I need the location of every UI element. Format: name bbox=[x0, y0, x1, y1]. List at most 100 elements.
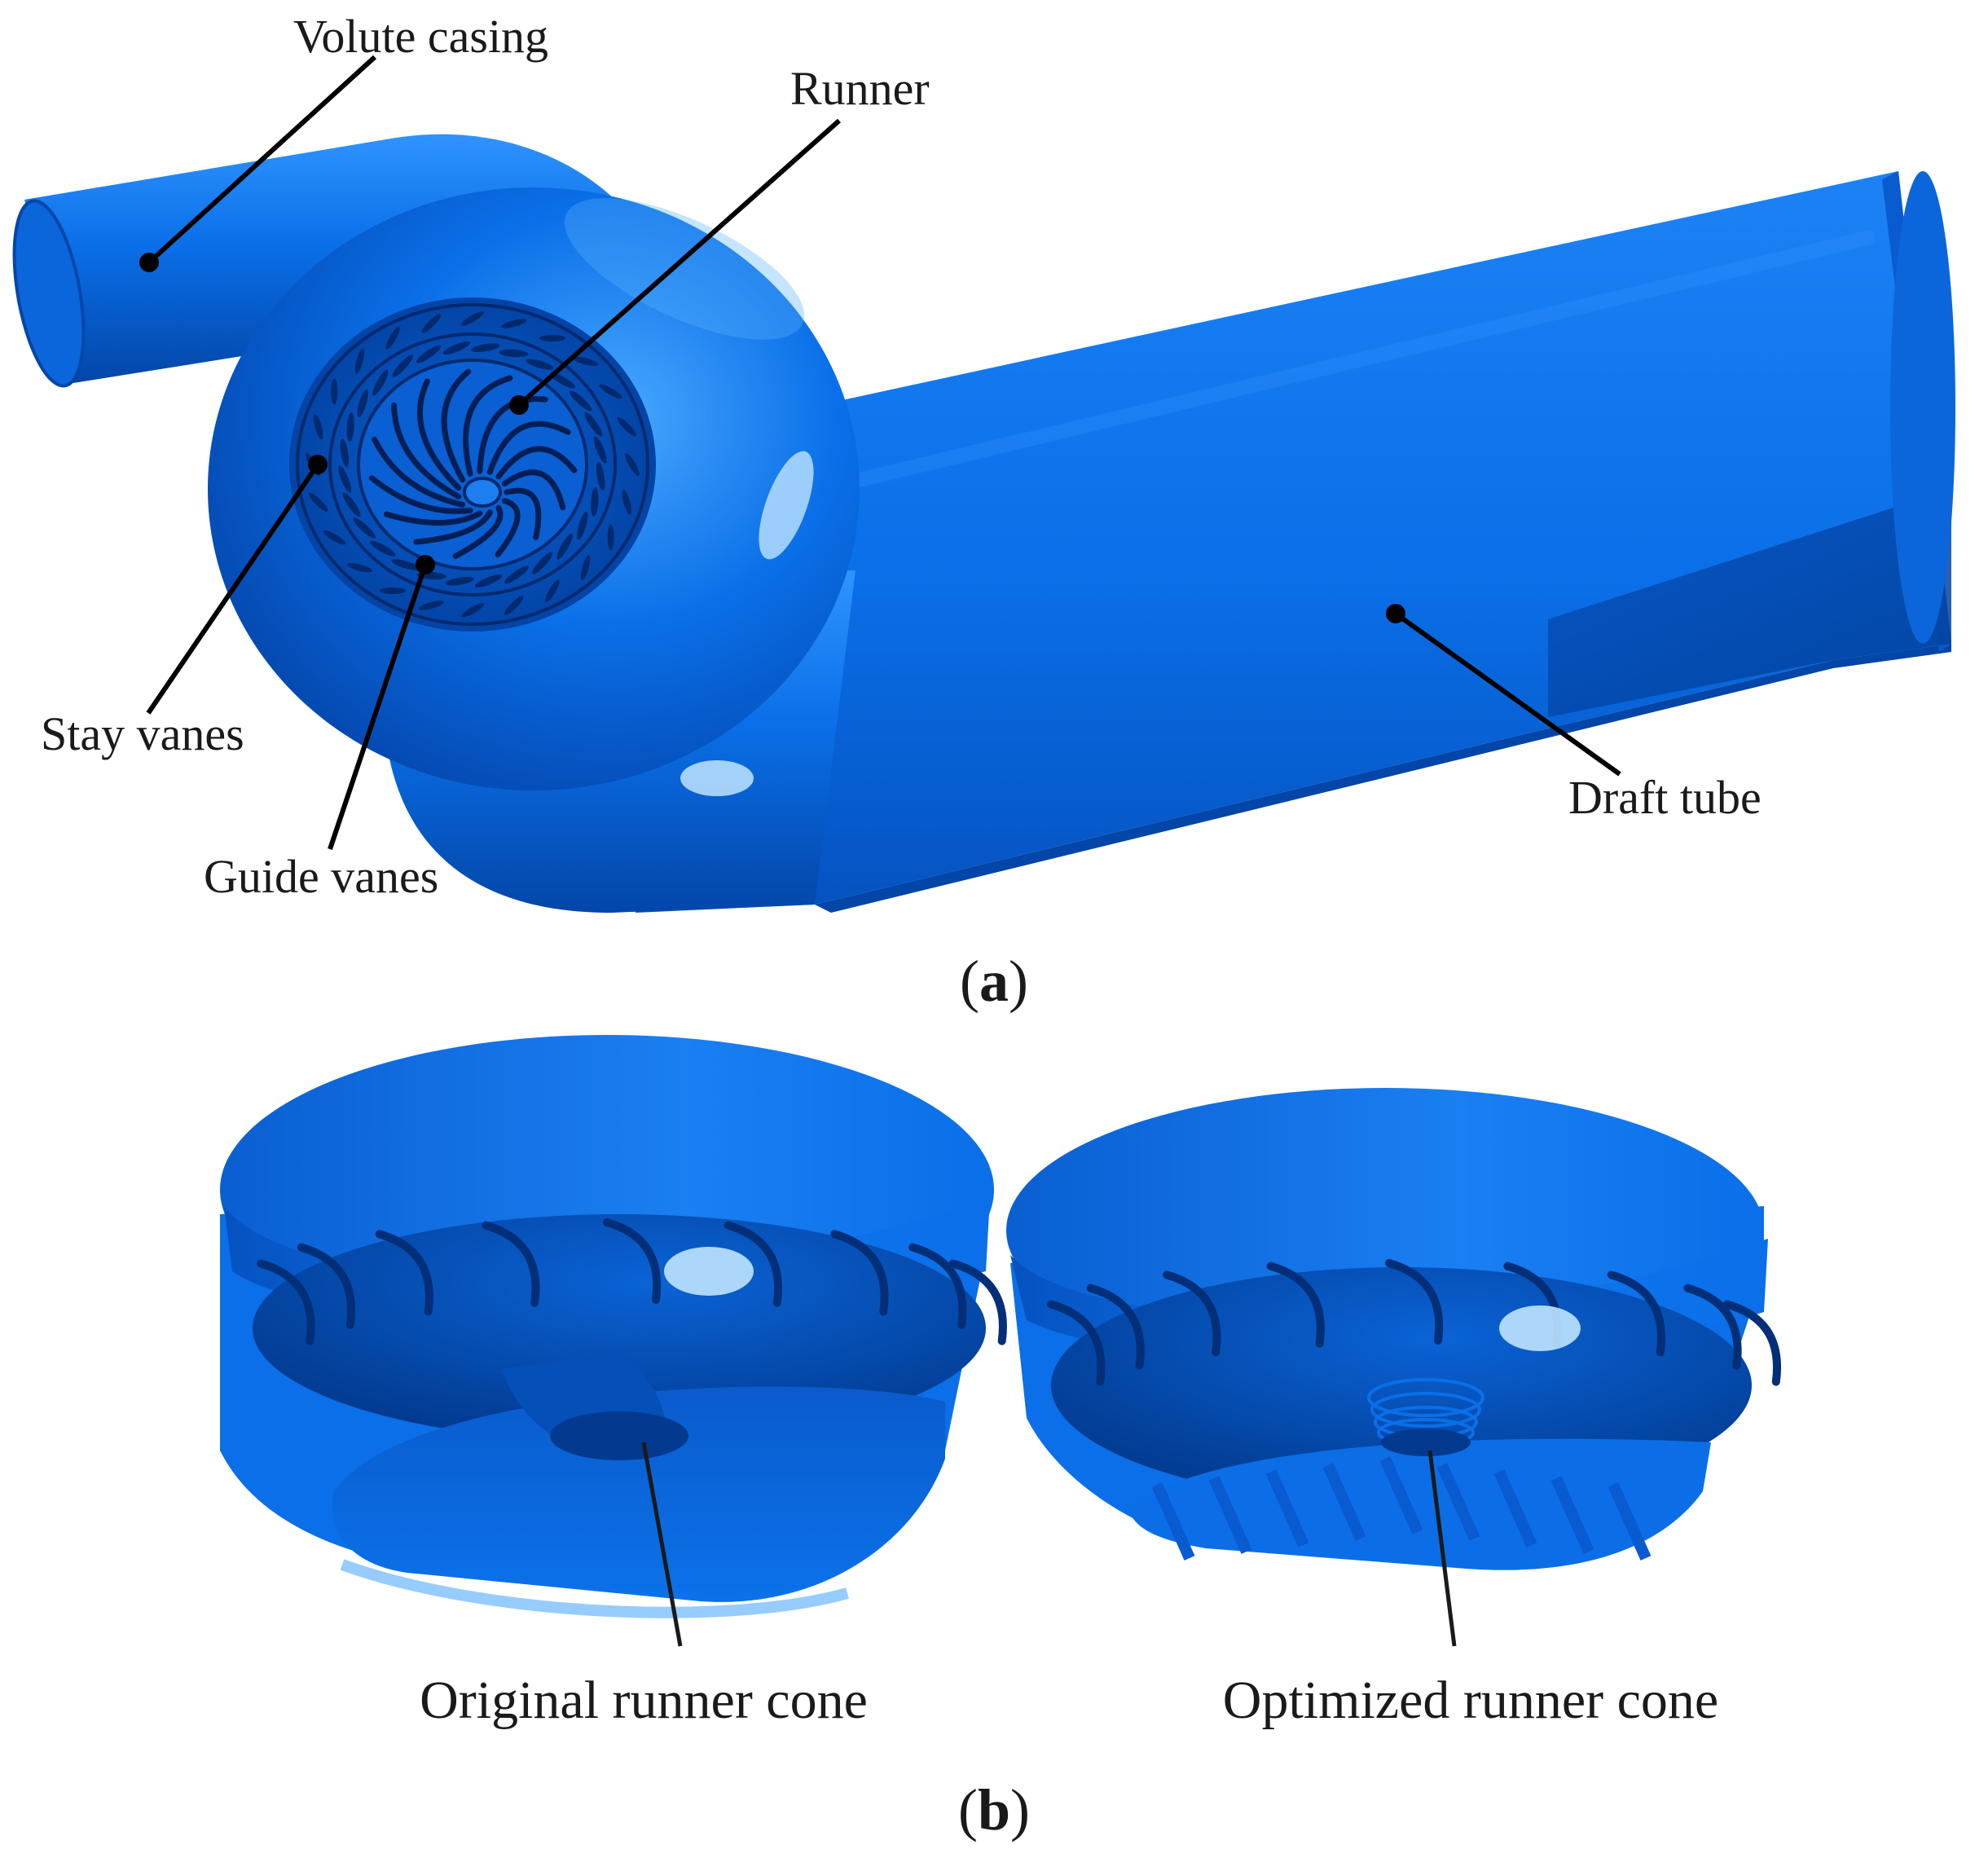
runner-blade bbox=[441, 368, 472, 483]
stay-vane bbox=[354, 348, 365, 374]
panel-a-leaders bbox=[146, 55, 1621, 850]
label-runner: Runner bbox=[790, 62, 930, 115]
guide-vane bbox=[556, 533, 573, 560]
runner-lower-blade bbox=[1493, 1469, 1537, 1548]
guide-vane bbox=[391, 559, 420, 570]
stay-vanes-ring bbox=[306, 311, 640, 618]
runner-blade bbox=[391, 402, 462, 500]
label-stay-vanes: Stay vanes bbox=[41, 707, 244, 760]
guide-vane bbox=[372, 369, 389, 396]
stay-vane bbox=[380, 588, 406, 594]
guide-vane bbox=[338, 465, 352, 493]
panel-b-leaders bbox=[641, 1442, 1457, 1647]
stay-vane bbox=[501, 319, 527, 328]
runner-blade bbox=[477, 396, 548, 474]
runner-blade bbox=[463, 375, 513, 477]
runner-blade bbox=[504, 487, 542, 540]
original-runner bbox=[220, 1035, 1007, 1618]
runner-blade bbox=[486, 420, 571, 475]
runner-blade bbox=[501, 469, 566, 511]
label-volute-casing: Volute casing bbox=[293, 10, 548, 63]
runner-blade bbox=[495, 498, 521, 557]
stay-vane bbox=[617, 417, 636, 437]
runner-blade bbox=[452, 504, 504, 559]
label-guide-vanes: Guide vanes bbox=[204, 850, 438, 903]
runner-blade bbox=[372, 436, 466, 508]
runner-blade bbox=[908, 1243, 967, 1329]
runner-lower-blade bbox=[1436, 1463, 1480, 1541]
stay-vane bbox=[421, 314, 441, 333]
panel-b-runner-comparison: Original runner cone Optimized runner co… bbox=[220, 1035, 1781, 1843]
runner-blade bbox=[384, 510, 483, 526]
original-runner-blades bbox=[257, 1218, 1007, 1345]
optimized-runner bbox=[1006, 1088, 1781, 1570]
stay-vane bbox=[573, 356, 599, 367]
runner-lower-blade bbox=[1265, 1469, 1309, 1548]
runner-blade bbox=[830, 1230, 889, 1316]
stay-vane bbox=[323, 530, 346, 545]
stay-vane bbox=[331, 378, 338, 405]
runner-blade bbox=[1722, 1300, 1781, 1386]
runner-lower-blade bbox=[1608, 1482, 1652, 1561]
runner-blade bbox=[948, 1259, 1007, 1345]
guide-vane bbox=[549, 372, 576, 389]
stay-vane bbox=[545, 579, 560, 602]
runner-lower-blade bbox=[1151, 1482, 1195, 1561]
label-original-runner-cone: Original runner cone bbox=[420, 1671, 868, 1730]
stay-vane bbox=[418, 601, 444, 610]
guide-vane bbox=[504, 566, 529, 584]
guide-vane bbox=[340, 438, 350, 468]
stay-vane bbox=[309, 492, 328, 512]
optimized-runner-lower-blades bbox=[1151, 1456, 1652, 1561]
runner-blade bbox=[413, 509, 493, 545]
stay-vane bbox=[580, 555, 591, 581]
guide-vane bbox=[526, 359, 554, 370]
runner-blade bbox=[603, 1218, 662, 1304]
guide-vane bbox=[577, 511, 588, 540]
guide-vane bbox=[532, 552, 553, 575]
stay-vane bbox=[314, 414, 323, 440]
guide-vane bbox=[591, 487, 599, 517]
stay-vane bbox=[504, 596, 524, 615]
panel-a-leader-dots bbox=[139, 253, 1405, 623]
label-draft-tube: Draft tube bbox=[1568, 771, 1761, 824]
runner-blade bbox=[495, 446, 578, 480]
panel-a-caption: (a) bbox=[960, 949, 1028, 1014]
distributor-and-runner bbox=[289, 297, 656, 632]
runner-blade bbox=[416, 378, 462, 491]
stay-vane bbox=[346, 562, 372, 573]
guide-vane bbox=[584, 412, 603, 437]
runner-blade bbox=[1266, 1261, 1325, 1348]
runner-lower-blade bbox=[1550, 1476, 1594, 1554]
runner-blade bbox=[375, 1230, 433, 1316]
guide-vane bbox=[471, 343, 500, 353]
draft-tube-body bbox=[636, 171, 1955, 913]
stay-vane bbox=[622, 489, 631, 515]
runner-lower-blade bbox=[1208, 1476, 1252, 1554]
optimized-runner-blades bbox=[1047, 1259, 1781, 1386]
runner-blade bbox=[1047, 1300, 1106, 1386]
guide-vane bbox=[570, 390, 592, 412]
runner-lower-blade bbox=[1322, 1463, 1366, 1541]
stay-vane bbox=[461, 603, 484, 618]
stay-vane bbox=[385, 327, 400, 350]
runner-blade bbox=[1163, 1270, 1221, 1357]
guide-vane bbox=[474, 574, 503, 588]
guide-vane bbox=[346, 412, 354, 442]
guide-vane bbox=[369, 540, 396, 557]
guide-vane bbox=[392, 354, 413, 377]
runner-blade bbox=[724, 1221, 782, 1307]
guide-vane bbox=[357, 389, 368, 418]
runner-blade bbox=[368, 475, 473, 514]
guide-vane bbox=[342, 492, 361, 517]
label-optimized-runner-cone: Optimized runner cone bbox=[1223, 1671, 1718, 1730]
runner-blades bbox=[368, 368, 578, 559]
stay-vane bbox=[599, 384, 622, 399]
stay-vane bbox=[539, 335, 565, 341]
guide-vane bbox=[596, 461, 605, 491]
guide-vanes-ring bbox=[338, 341, 607, 588]
stay-vane bbox=[461, 311, 484, 326]
guide-vane bbox=[593, 436, 607, 464]
runner-blade bbox=[1385, 1259, 1444, 1345]
